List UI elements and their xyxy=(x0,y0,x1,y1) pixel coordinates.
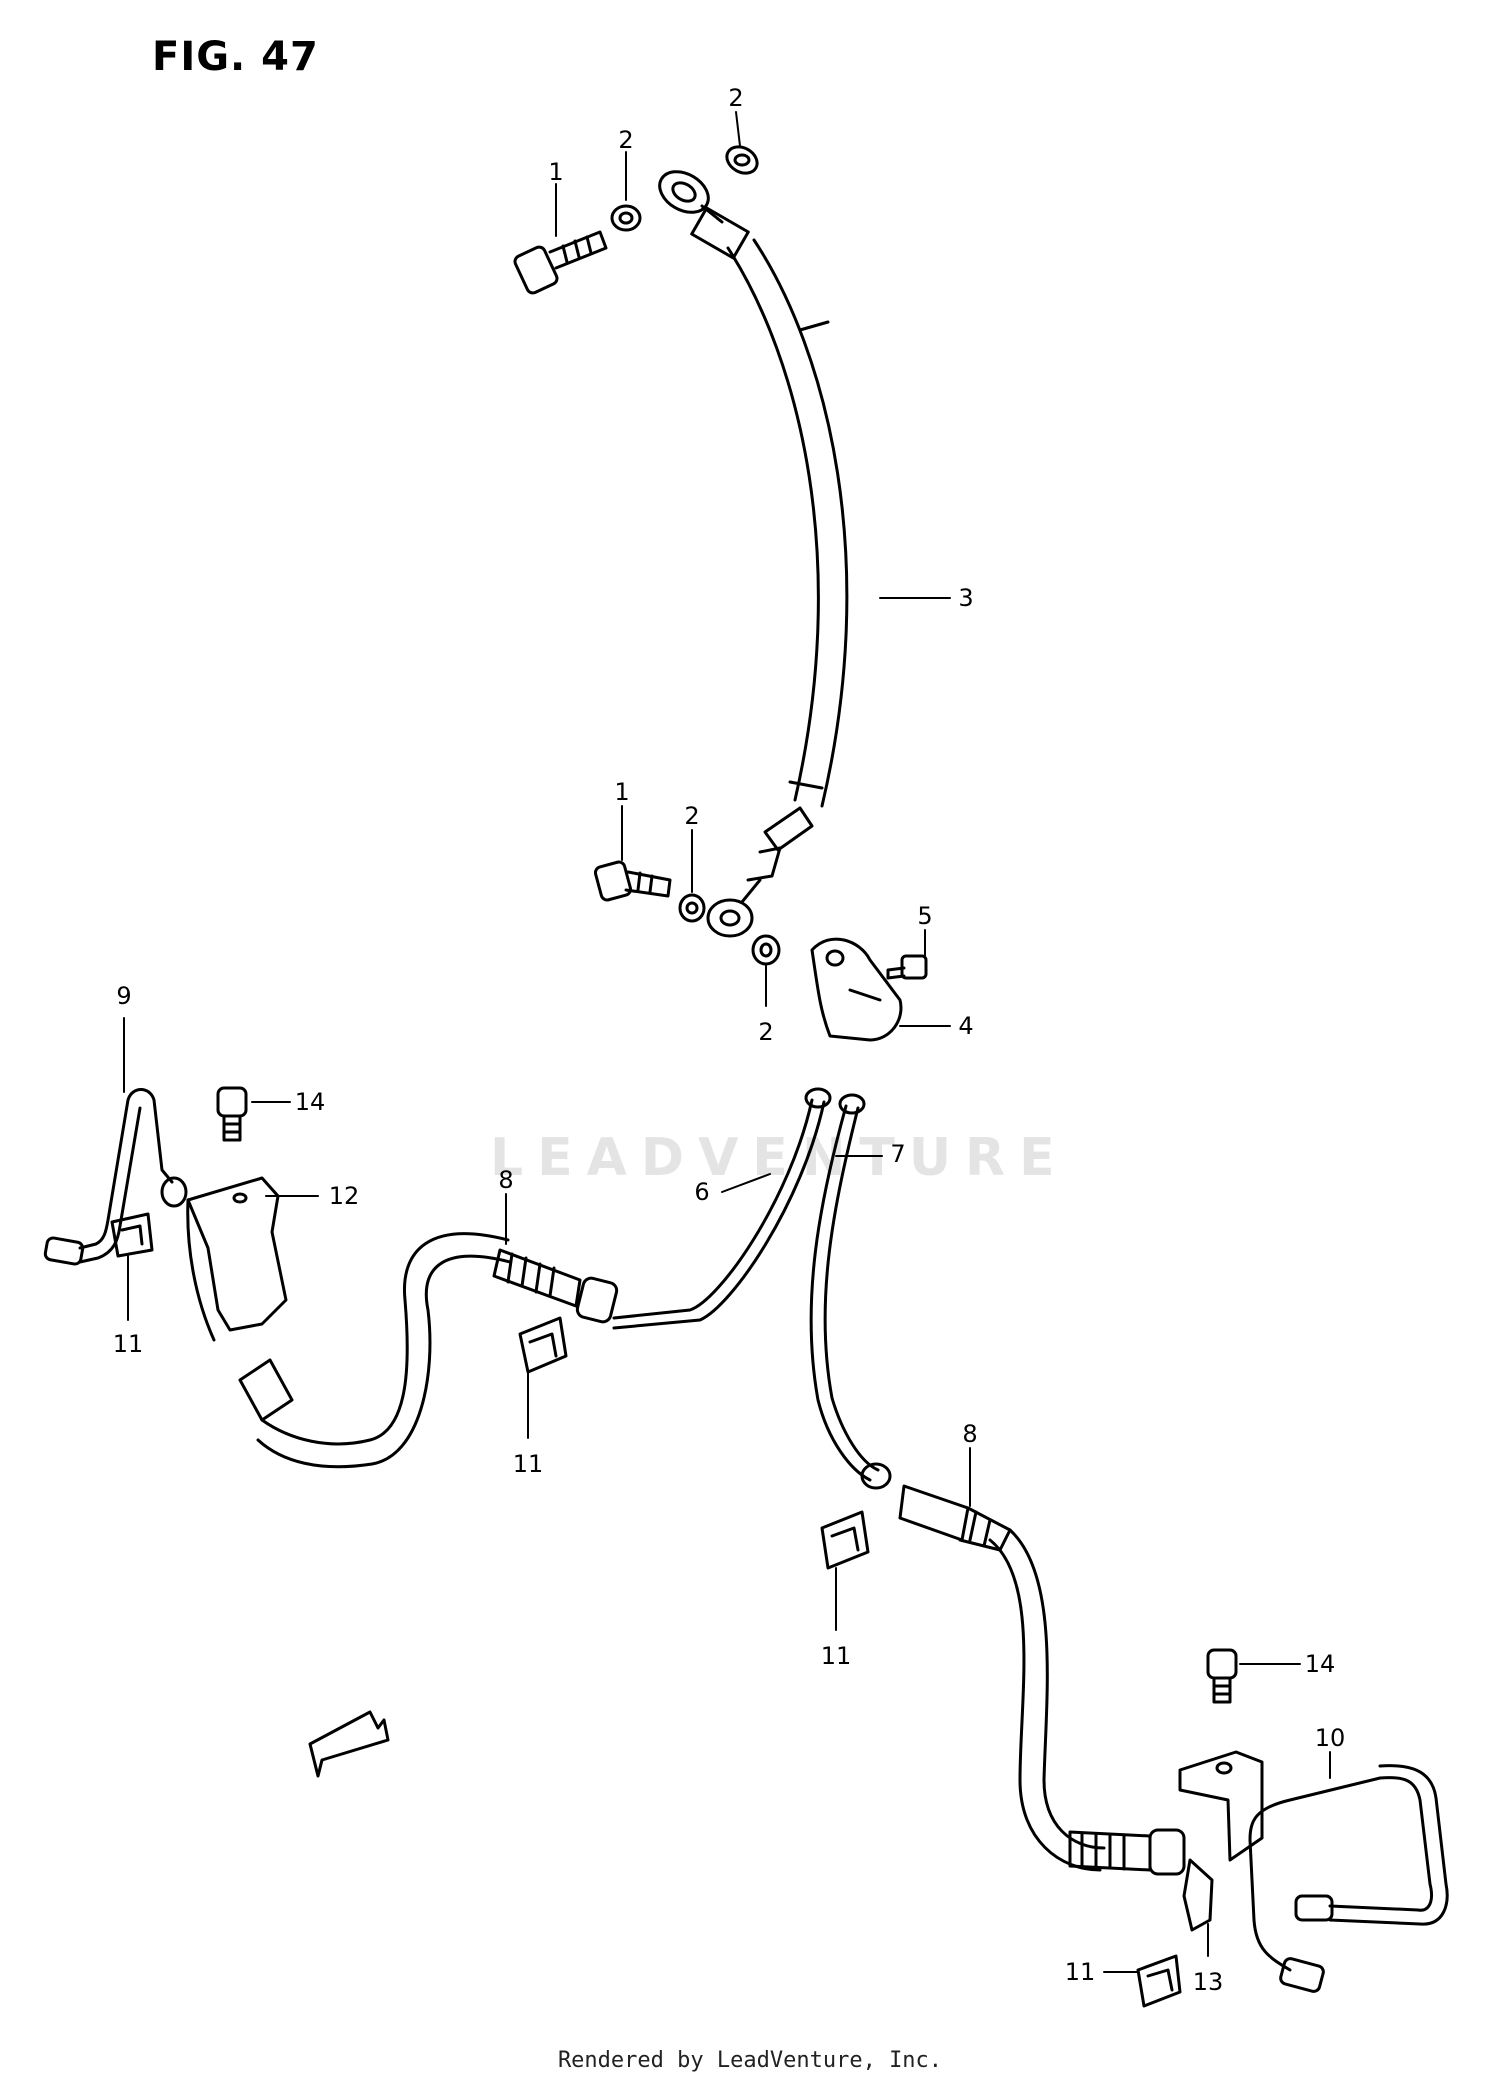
callout-11b: 11 xyxy=(513,1450,544,1478)
watermark: LEADVENTURE xyxy=(490,1128,1069,1188)
right-brake-hose xyxy=(860,1462,1186,1876)
callout-2a: 2 xyxy=(618,126,633,154)
callout-numbers: 1 2 2 3 1 2 5 2 4 9 14 12 8 7 6 11 11 8 … xyxy=(113,84,1346,1996)
callout-5: 5 xyxy=(917,902,932,930)
washer-upper-a xyxy=(610,204,642,232)
callout-7: 7 xyxy=(890,1140,905,1168)
callout-12: 12 xyxy=(329,1182,360,1210)
brake-pipe-6 xyxy=(612,1087,832,1330)
callout-11a: 11 xyxy=(113,1330,144,1358)
callout-14b: 14 xyxy=(1305,1650,1336,1678)
clip-11-a xyxy=(110,1212,154,1258)
brake-pipe-9 xyxy=(43,1088,188,1266)
bracket-13 xyxy=(1178,1750,1264,1932)
union-bolt-lower xyxy=(593,860,672,902)
left-brake-hose xyxy=(238,1232,619,1469)
callout-3: 3 xyxy=(958,584,973,612)
callout-4: 4 xyxy=(958,1012,973,1040)
washer-lower-b xyxy=(751,934,781,966)
upper-brake-hose xyxy=(658,170,849,938)
callout-2d: 2 xyxy=(758,1018,773,1046)
callout-1a: 1 xyxy=(548,158,563,186)
leader-lines xyxy=(123,111,1331,1973)
brake-pipe-7 xyxy=(809,1093,880,1482)
callout-13: 13 xyxy=(1193,1968,1224,1996)
callout-10: 10 xyxy=(1315,1724,1346,1752)
callout-11c: 11 xyxy=(821,1642,852,1670)
footer-credit: Rendered by LeadVenture, Inc. xyxy=(557,2048,943,2073)
callout-8b: 8 xyxy=(962,1420,977,1448)
brake-joint xyxy=(810,937,903,1042)
clip-11-c xyxy=(820,1510,870,1570)
figure-title: FIG. 47 xyxy=(152,34,319,80)
bolt-14-right xyxy=(1206,1648,1238,1704)
bracket-12 xyxy=(186,1176,288,1342)
callout-9: 9 xyxy=(116,982,131,1010)
callout-8a: 8 xyxy=(498,1166,513,1194)
callout-11d: 11 xyxy=(1065,1958,1096,1986)
callout-2c: 2 xyxy=(684,802,699,830)
callout-1b: 1 xyxy=(614,778,629,806)
washer-lower-a xyxy=(678,893,706,923)
callout-6: 6 xyxy=(694,1178,709,1206)
clip-11-d xyxy=(1136,1954,1182,2008)
bolt-14-left xyxy=(216,1086,248,1142)
fwd-arrow xyxy=(308,1710,390,1778)
brake-pipe-10 xyxy=(1248,1764,1449,1993)
clip-11-b xyxy=(518,1316,568,1374)
bolt-5 xyxy=(886,954,928,980)
washer-upper-b xyxy=(725,145,759,175)
union-bolt-upper xyxy=(513,230,608,295)
callout-14a: 14 xyxy=(295,1088,326,1116)
callout-2b: 2 xyxy=(728,84,743,112)
